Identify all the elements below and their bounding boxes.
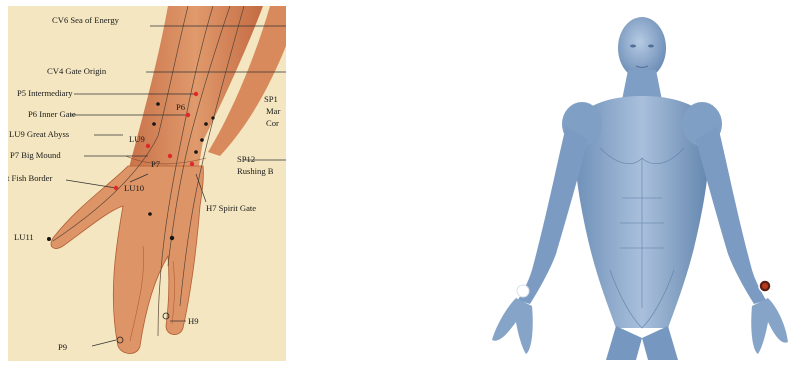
eye-left [648,45,654,48]
label-p6-short: P6 [176,102,186,112]
body-model [470,8,790,360]
hand-right [492,298,533,354]
acupoint-p7 [168,154,172,158]
acupoint-black [204,122,208,126]
label-p9: P9 [58,342,67,352]
neck [622,70,662,100]
arm-right [518,126,588,304]
label-fish-border: t Fish Border [8,173,52,183]
label-sp1-line2: Mar [266,106,280,116]
acupoint-black [200,138,204,142]
label-cv4: CV4 Gate Origin [47,66,107,76]
label-lu10: LU10 [124,183,144,193]
hand-acupoint-chart: CV6 Sea of Energy CV4 Gate Origin P5 Int… [8,6,286,361]
acupoint-p5 [194,92,198,96]
hand-left [751,298,788,354]
label-sp12: SP12 [237,154,255,164]
acupoint-black [156,102,160,106]
label-lu9-short: LU9 [129,134,145,144]
label-p7-short: P7 [151,159,161,169]
acupoint-h7 [190,162,194,166]
label-p7: P7 Big Mound [10,150,61,160]
acupoint-black [211,116,214,119]
acupoint-black [194,150,198,154]
arm-left [696,126,766,304]
label-h7: H7 Spirit Gate [206,203,256,213]
label-h9: H9 [188,316,199,326]
acupoint-lu11 [47,237,51,241]
label-sp12-line2: Rushing B [237,166,274,176]
label-p6: P6 Inner Gate [28,109,76,119]
head [618,17,666,79]
acupoint-p6 [186,113,190,117]
label-lu9: LU9 Great Abyss [9,129,70,139]
leg-left [642,326,678,360]
wrist-marker-white [517,285,529,297]
acupoint-black [152,122,156,126]
label-p5: P5 Intermediary [17,88,73,98]
label-sp1: SP1 [264,94,278,104]
acupoint-lu9 [146,144,150,148]
eye-right [630,45,636,48]
label-cv6: CV6 Sea of Energy [52,15,120,25]
label-sp1-line3: Cor [266,118,279,128]
acupoint-lu10 [114,186,118,190]
wrist-marker-dark-core [762,283,768,289]
label-lu11: LU11 [14,232,34,242]
acupoint-black [148,212,152,216]
leg-right [606,326,642,360]
acupoint-black [170,236,174,240]
